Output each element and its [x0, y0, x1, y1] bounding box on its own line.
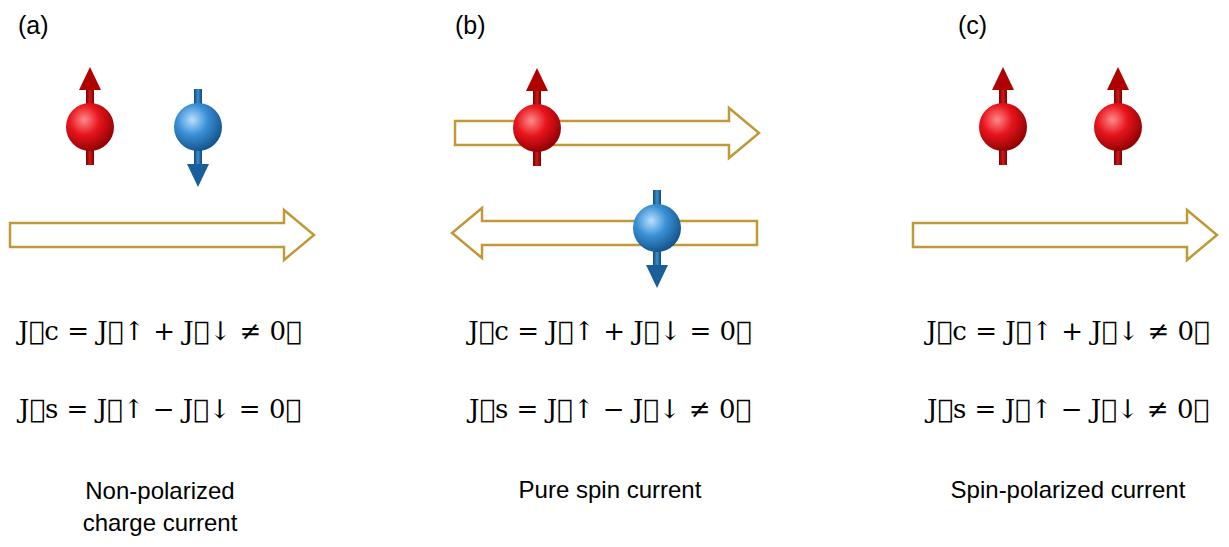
current-arrow	[10, 210, 314, 260]
current-arrow	[913, 210, 1217, 260]
spin-down-electron	[633, 190, 681, 288]
current-arrow	[452, 208, 757, 258]
spin-up-electron	[979, 67, 1027, 165]
caption: Spin-polarized current	[951, 474, 1186, 506]
equation: J⃗s = J⃗↑ − J⃗↓ = 0⃗	[19, 392, 301, 427]
spin-up-electron	[66, 67, 114, 165]
caption: Non-polarized charge current	[60, 475, 260, 540]
equation: J⃗c = J⃗↑ + J⃗↓ = 0⃗	[468, 314, 751, 349]
panel-letter: (c)	[958, 9, 987, 43]
caption: Pure spin current	[519, 474, 702, 506]
panel-letter: (b)	[455, 9, 486, 43]
equation: J⃗c = J⃗↑ + J⃗↓ ≠ 0⃗	[926, 314, 1209, 349]
equation: J⃗c = J⃗↑ + J⃗↓ ≠ 0⃗	[18, 314, 301, 349]
equation: J⃗s = J⃗↑ − J⃗↓ ≠ 0⃗	[469, 392, 751, 427]
spin-down-electron	[174, 89, 222, 187]
current-arrow	[455, 108, 759, 158]
spin-up-electron	[513, 68, 561, 166]
equation: J⃗s = J⃗↑ − J⃗↓ ≠ 0⃗	[927, 392, 1209, 427]
spin-up-electron	[1094, 67, 1142, 165]
panel-letter: (a)	[18, 9, 49, 43]
